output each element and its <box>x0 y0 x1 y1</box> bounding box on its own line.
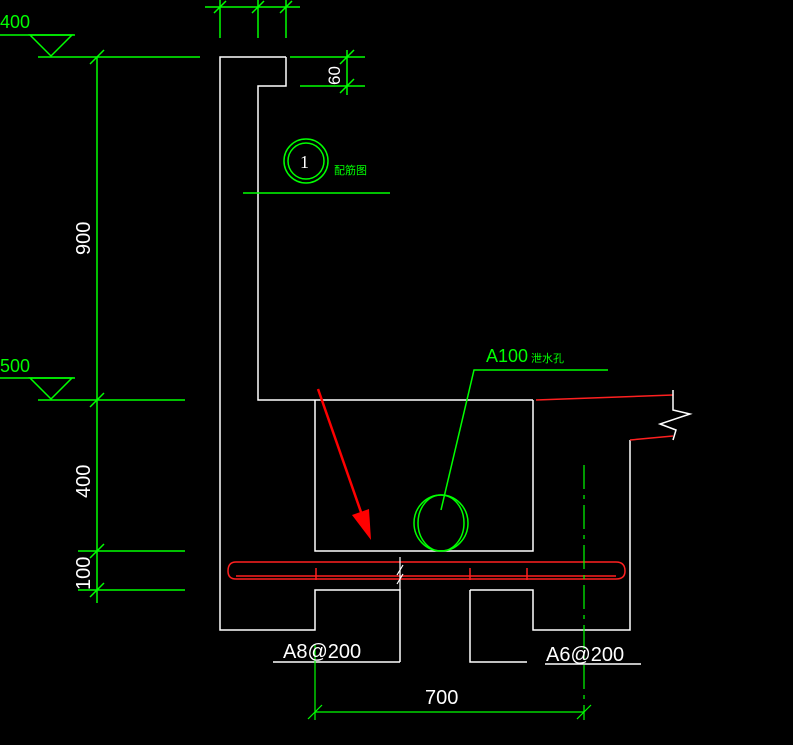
rebar-right-label: A6@200 <box>546 644 624 666</box>
section-marker-text: 配筋图 <box>334 163 367 177</box>
rebar-callout-lines <box>396 557 404 590</box>
center-lines <box>307 465 592 720</box>
dim-60-label: 60 <box>325 66 344 85</box>
section-marker <box>243 138 390 194</box>
red-annotation-arrow <box>316 388 371 540</box>
rebar-left-label: A8@200 <box>283 641 361 663</box>
elevation-marker-middle: 500 <box>0 356 185 401</box>
elevation-marker-top: 400 <box>0 12 200 58</box>
break-line <box>535 390 693 441</box>
drain-hole-suffix: 泄水孔 <box>531 352 564 365</box>
dim-900-label: 900 <box>73 222 95 255</box>
section-marker-number: 1 <box>300 152 309 172</box>
dim-700-label: 700 <box>425 687 458 709</box>
left-dimension-chain <box>78 49 185 603</box>
elevation-label-middle: 500 <box>0 356 30 376</box>
top-dimension-ticks <box>205 0 300 38</box>
dim-100-label: 100 <box>73 557 95 590</box>
wall-outline <box>219 56 641 665</box>
dim-400-label: 400 <box>73 465 95 498</box>
drain-hole <box>413 369 608 552</box>
lip-dimension <box>290 49 365 95</box>
elevation-label-top: 400 <box>0 12 30 32</box>
rebar-slab <box>227 561 626 580</box>
drain-hole-label: A100 <box>486 346 528 366</box>
